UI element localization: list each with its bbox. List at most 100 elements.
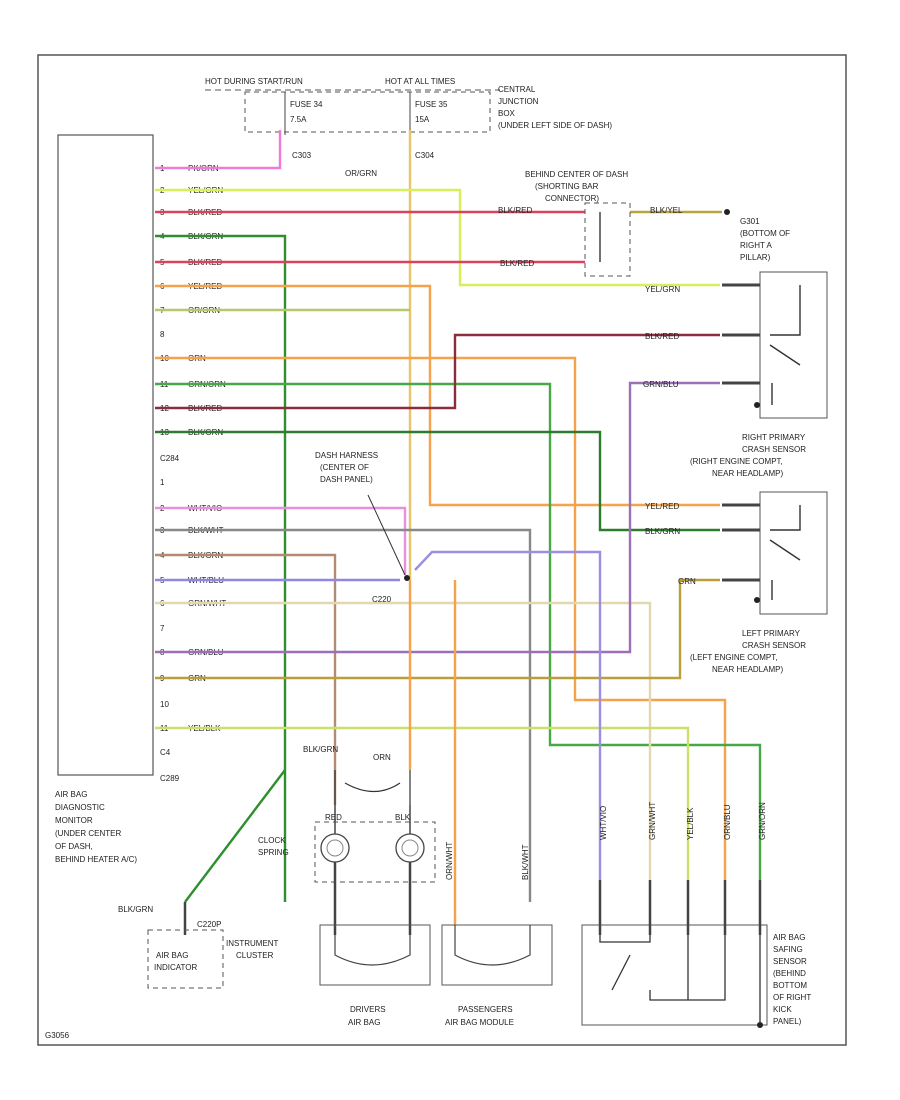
module-name-3: MONITOR — [55, 816, 93, 825]
diagram-code: G3056 — [45, 1031, 70, 1040]
fuse-block: HOT DURING START/RUN HOT AT ALL TIMES FU… — [205, 77, 612, 178]
pin-number: 8 — [160, 330, 165, 339]
dash-label-3: DASH PANEL) — [320, 475, 373, 484]
ls-label-1: LEFT PRIMARY — [742, 629, 801, 638]
module-name-5: OF DASH, — [55, 842, 93, 851]
driver-air-bag: DRIVERS AIR BAG — [319, 924, 431, 1027]
label-ls-2: BLK/GRN — [645, 527, 680, 536]
ground-g301: G301 (BOTTOM OF RIGHT A PILLAR) — [724, 209, 790, 262]
wires — [155, 130, 762, 925]
wire-grn-9 — [155, 578, 720, 680]
driver-label-1: DRIVERS — [350, 1005, 386, 1014]
dash-harness: DASH HARNESS (CENTER OF DASH PANEL) C220 — [315, 451, 410, 604]
shorting-label-3: CONNECTOR) — [545, 194, 599, 203]
wire-blk-cluster — [184, 769, 286, 903]
ic-indicator-2: INDICATOR — [154, 963, 197, 972]
ls-label-2: CRASH SENSOR — [742, 641, 806, 650]
rs-label-2: CRASH SENSOR — [742, 445, 806, 454]
wire-yel-grn — [155, 188, 720, 287]
label-shorting-out: BLK/YEL — [650, 206, 683, 215]
pin-number: 7 — [160, 624, 165, 633]
clock-spring: BLK/GRN ORN RED BLK CLOCK SPRING — [258, 745, 436, 935]
safing-sensor: WHT/VIO GRN/WHT YEL/BLK ORN/BLU GRN/ORN … — [581, 802, 811, 1028]
pass-label-2: AIR BAG MODULE — [445, 1018, 514, 1027]
wire-wht-vio — [155, 506, 407, 575]
wire-dash-to-passenger — [414, 550, 602, 880]
module-name-6: BEHIND HEATER A/C) — [55, 855, 137, 864]
safing-wire-4: ORN/BLU — [723, 804, 732, 840]
label-ls-3: GRN — [678, 577, 696, 586]
label-rs-2: BLK/RED — [645, 332, 679, 341]
cs-c-left: RED — [325, 813, 342, 822]
fuse-b-label: FUSE 35 — [415, 100, 448, 109]
safing-wire-1: WHT/VIO — [599, 806, 608, 840]
safing-label-4: (BEHIND — [773, 969, 806, 978]
rs-label-3: (RIGHT ENGINE COMPT, — [690, 457, 783, 466]
dash-splice: C220 — [372, 595, 392, 604]
left-crash-sensor: LEFT PRIMARY CRASH SENSOR (LEFT ENGINE C… — [690, 491, 828, 674]
right-crash-sensor: RIGHT PRIMARY CRASH SENSOR (RIGHT ENGINE… — [690, 271, 828, 478]
junction-box-line4: (UNDER LEFT SIDE OF DASH) — [498, 121, 612, 130]
junction-box-line1: CENTRAL — [498, 85, 536, 94]
bus-left-label: HOT DURING START/RUN — [205, 77, 303, 86]
shorting-label-1: BEHIND CENTER OF DASH — [525, 170, 628, 179]
pass-wire-2: BLK/WHT — [521, 844, 530, 880]
label-rs-1: YEL/GRN — [645, 285, 680, 294]
diagram-frame — [37, 54, 847, 1046]
connector-c303: C303 — [292, 151, 312, 160]
ground-label-1: G301 — [740, 217, 760, 226]
wire-blk-wht — [155, 528, 532, 902]
pin-number: 10 — [160, 700, 169, 709]
cs-left-wire: BLK/GRN — [303, 745, 338, 754]
bus-right-label: HOT AT ALL TIMES — [385, 77, 455, 86]
wire-orn-10 — [155, 356, 727, 880]
pass-label-1: PASSENGERS — [458, 1005, 513, 1014]
label-shorting-bottom: BLK/RED — [500, 259, 534, 268]
ground-label-3: RIGHT A — [740, 241, 773, 250]
wire-grn-orn — [155, 382, 762, 880]
safing-wire-2: GRN/WHT — [648, 802, 657, 840]
safing-wire-3: YEL/BLK — [686, 807, 695, 840]
shorting-bar-connector: BEHIND CENTER OF DASH (SHORTING BAR CONN… — [525, 170, 631, 277]
wire-grn-wht — [155, 601, 652, 880]
safing-label-5: BOTTOM — [773, 981, 807, 990]
junction-box-line2: JUNCTION — [498, 97, 539, 106]
wire-grn-blu — [155, 381, 720, 654]
pass-wire-1: ORN/WHT — [445, 842, 454, 880]
module-name-2: DIAGNOSTIC — [55, 803, 105, 812]
module-name-4: (UNDER CENTER — [55, 829, 121, 838]
pin-number: C289 — [160, 774, 180, 783]
shorting-label-2: (SHORTING BAR — [535, 182, 599, 191]
module-description: AIR BAG DIAGNOSTIC MONITOR (UNDER CENTER… — [55, 790, 137, 864]
ic-indicator-1: AIR BAG — [156, 951, 188, 960]
passenger-air-bag: ORN/WHT BLK/WHT PASSENGERS AIR BAG MODUL… — [441, 842, 553, 1027]
pin-number: C4 — [160, 748, 171, 757]
module-name-1: AIR BAG — [55, 790, 87, 799]
wire-blk-red-12 — [155, 333, 720, 410]
wire-blk-grn-13 — [155, 430, 720, 532]
dash-label-2: (CENTER OF — [320, 463, 369, 472]
or-grn-label: OR/GRN — [345, 169, 377, 178]
instrument-cluster: BLK/GRN C220P AIR BAG INDICATOR INSTRUME… — [118, 902, 279, 989]
wire-yel-red — [155, 284, 720, 507]
label-shorting-top: BLK/RED — [498, 206, 532, 215]
safing-label-6: OF RIGHT — [773, 993, 811, 1002]
rs-label-4: NEAR HEADLAMP) — [712, 469, 783, 478]
fuse-b-amp: 15A — [415, 115, 430, 124]
label-ls-1: YEL/RED — [645, 502, 679, 511]
connector-c304: C304 — [415, 151, 435, 160]
wire-labels: BLK/RED BLK/RED BLK/YEL YEL/GRN BLK/RED … — [498, 206, 696, 586]
cs-label-2: SPRING — [258, 848, 289, 857]
wire-pk-orn — [155, 130, 282, 170]
wire-yel-blk — [155, 726, 690, 880]
driver-label-2: AIR BAG — [348, 1018, 380, 1027]
pin-number: 1 — [160, 478, 165, 487]
pin-number: C284 — [160, 454, 180, 463]
safing-wire-5: GRN/ORN — [758, 802, 767, 840]
cs-right-wire: ORN — [373, 753, 391, 762]
air-bag-monitor-box — [57, 134, 154, 776]
safing-label-7: KICK — [773, 1005, 792, 1014]
ls-label-4: NEAR HEADLAMP) — [712, 665, 783, 674]
